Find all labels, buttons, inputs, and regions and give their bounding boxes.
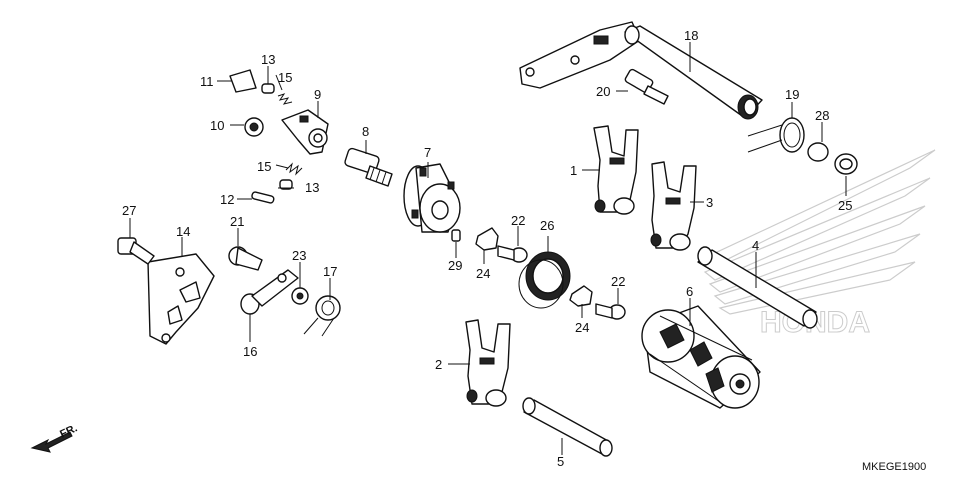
callout-15-lower: 15 [257, 159, 271, 174]
part-8-drum-bolt [344, 147, 393, 187]
part-13-pin-upper [261, 83, 275, 94]
part-26-oil-seal [518, 251, 571, 309]
part-4-fork-shaft [697, 246, 818, 329]
callout-22-upper: 22 [511, 213, 525, 228]
part-9-stopper-arm [281, 109, 329, 155]
front-direction-arrow: FR. [30, 422, 79, 453]
part-14-guide-plate [147, 253, 215, 345]
part-23-washer [291, 287, 309, 305]
callout-27: 27 [122, 203, 136, 218]
part-15-spring-lower [285, 162, 303, 176]
callout-25: 25 [838, 198, 852, 213]
part-20-stud-bolt [624, 68, 669, 105]
part-24-stopper-upper [475, 227, 499, 251]
callout-3: 3 [706, 195, 713, 210]
part-7-drum-center [403, 163, 461, 233]
part-15-spring-upper [277, 93, 293, 105]
honda-wing-watermark: HONDA [698, 149, 936, 340]
callout-13-lower: 13 [305, 180, 319, 195]
callout-12: 12 [220, 192, 234, 207]
part-11-cap [229, 69, 257, 93]
part-1-shift-fork [593, 125, 639, 215]
callout-14: 14 [176, 224, 190, 239]
leader-lines [129, 42, 847, 455]
callout-9: 9 [314, 87, 321, 102]
part-3-shift-fork [650, 161, 697, 251]
part-10-collar [244, 117, 264, 137]
callout-18: 18 [684, 28, 698, 43]
callout-17: 17 [323, 264, 337, 279]
part-16-stopper-roller [240, 269, 299, 315]
callout-24-lower: 24 [575, 320, 589, 335]
callout-6: 6 [686, 284, 693, 299]
callout-11: 11 [200, 74, 214, 89]
callout-1: 1 [570, 163, 577, 178]
part-28-collar [807, 142, 829, 162]
callout-labels: 1 2 3 4 5 6 7 8 9 10 11 12 13 13 14 15 1… [122, 28, 852, 469]
part-6-shift-drum [641, 305, 761, 409]
callout-23: 23 [292, 248, 306, 263]
callout-15-upper: 15 [278, 70, 292, 85]
part-21-bolt [228, 246, 263, 271]
diagram-code: MKEGE1900 [862, 461, 926, 473]
callout-26: 26 [540, 218, 554, 233]
callout-19: 19 [785, 87, 799, 102]
callout-22-lower: 22 [611, 274, 625, 289]
part-17-spring [303, 295, 341, 337]
part-2-shift-fork [465, 319, 511, 407]
part-22-bolt-upper [497, 245, 528, 263]
part-19-return-spring [747, 117, 805, 153]
callout-21: 21 [230, 214, 244, 229]
part-18-shift-spindle [519, 21, 763, 120]
part-22-bolt-lower [595, 303, 626, 320]
callout-13-upper: 13 [261, 52, 275, 67]
part-27-bolt [117, 237, 155, 265]
part-13-pin-lower [279, 179, 293, 190]
callout-20: 20 [596, 84, 610, 99]
callout-24-upper: 24 [476, 266, 490, 281]
callout-28: 28 [815, 108, 829, 123]
part-12-dowel [251, 191, 275, 204]
part-5-fork-shaft [522, 397, 613, 457]
part-24-stopper-lower [569, 285, 593, 307]
part-29-pin [451, 229, 461, 242]
callout-7: 7 [424, 145, 431, 160]
callout-8: 8 [362, 124, 369, 139]
front-direction-label: FR. [58, 422, 79, 440]
callout-10: 10 [210, 118, 224, 133]
callout-16: 16 [243, 344, 257, 359]
callout-5: 5 [557, 454, 564, 469]
callout-29: 29 [448, 258, 462, 273]
callout-2: 2 [435, 357, 442, 372]
part-25-washer [834, 153, 858, 175]
callout-4: 4 [752, 238, 759, 253]
